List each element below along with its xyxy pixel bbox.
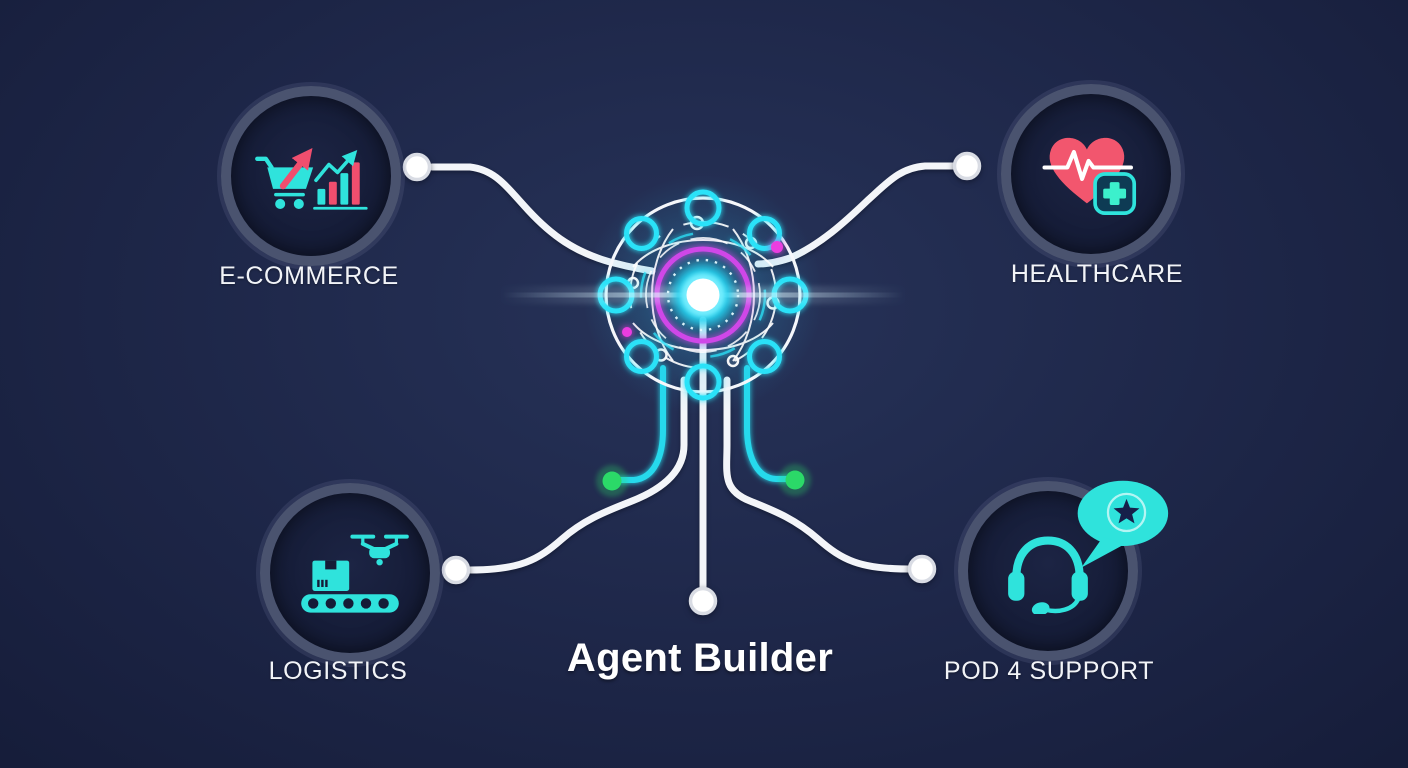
conveyor-drone-icon: [301, 534, 409, 613]
node-ecommerce: E-COMMERCE: [219, 86, 401, 290]
ai-core-orb: [498, 175, 908, 415]
node-circle-ecommerce: [221, 86, 401, 266]
conveyor-belt-icon: [301, 594, 399, 613]
ekg-pulse-line: [1042, 149, 1133, 181]
heart-pulse-medical-icon: [1042, 137, 1137, 215]
headset-icon: [1008, 536, 1088, 614]
cart-growth-chart-icon: [255, 147, 368, 210]
node-healthcare: HEALTHCARE: [1001, 84, 1183, 288]
green-dot-left: [602, 471, 622, 491]
node-label-ecommerce: E-COMMERCE: [219, 262, 399, 290]
connector-dot-support: [907, 554, 937, 584]
star-icon: [1113, 498, 1140, 524]
node-label-support: POD 4 SUPPORT: [943, 657, 1155, 685]
connector-dot-healthcare: [952, 151, 982, 181]
node-label-healthcare: HEALTHCARE: [1010, 260, 1184, 288]
chat-bubble-star-icon: [1077, 480, 1169, 568]
mic-boom: [1043, 596, 1081, 613]
node-logistics: LOGISTICS: [260, 483, 440, 685]
node-circle-healthcare: [1001, 84, 1181, 264]
hub-line-left: [613, 365, 666, 483]
diagram-title: Agent Builder: [566, 636, 834, 680]
drone-icon: [350, 534, 409, 566]
hub-line-right: [744, 365, 796, 482]
node-label-logistics: LOGISTICS: [268, 657, 408, 685]
connector-dot-logistics: [441, 555, 471, 585]
green-dot-right: [785, 470, 805, 490]
mic-tip: [1031, 601, 1050, 614]
connector-line-support: [723, 376, 912, 573]
package-box-icon: [312, 560, 350, 591]
connector-line-logistics: [466, 376, 688, 574]
bar-chart-icon: [313, 149, 368, 210]
green-node-dots: [596, 464, 811, 497]
orb-core: [686, 278, 720, 312]
connector-dot-center: [688, 586, 718, 616]
orb-filigree: [632, 228, 774, 362]
node-circle-logistics: [260, 483, 440, 663]
connector-dot-ecommerce: [402, 152, 432, 182]
medical-cross-badge-icon: [1093, 172, 1137, 215]
growth-arrow-icon: [279, 147, 313, 190]
